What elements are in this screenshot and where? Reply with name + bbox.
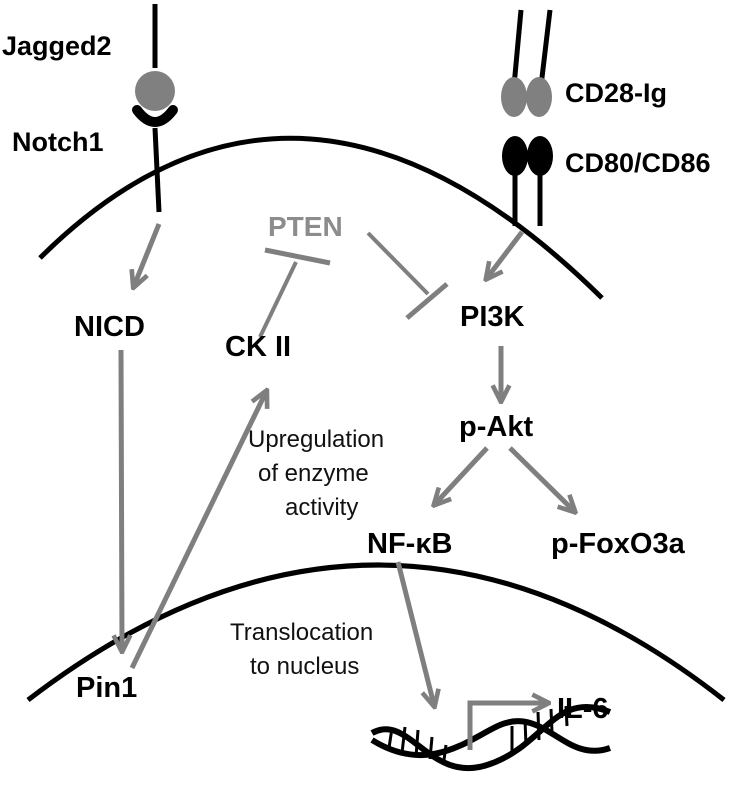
cd28ig-ligand-icon-left bbox=[501, 77, 527, 117]
arrow-receptor-to-pi3k bbox=[487, 230, 524, 278]
cd28ig-stalk-right bbox=[538, 9, 553, 87]
annotation-translocation-line2: to nucleus bbox=[250, 653, 359, 680]
inhibit-pten-to-pi3k-bar bbox=[405, 282, 449, 320]
inhibit-ck2-to-pten-bar bbox=[264, 247, 331, 266]
arrow-nicd-to-pin1 bbox=[121, 349, 122, 650]
arrow-pakt-to-nfkb bbox=[435, 446, 489, 504]
annotation-upregulation-line1: Upregulation bbox=[248, 426, 384, 453]
label-nicd: NICD bbox=[74, 311, 145, 343]
cd28ig-stalk-left bbox=[511, 9, 524, 87]
annotation-upregulation: Upregulation of enzyme activity bbox=[248, 426, 391, 521]
arrow-pakt-to-pfoxo3a bbox=[508, 446, 574, 511]
label-cd80cd86: CD80/CD86 bbox=[565, 148, 711, 178]
annotation-upregulation-line3: activity bbox=[285, 494, 358, 521]
transcription-start-arrow bbox=[467, 703, 547, 750]
label-ck2: CK II bbox=[225, 331, 291, 363]
annotation-upregulation-line2: of enzyme bbox=[258, 460, 369, 487]
notch1-receptor-icon bbox=[132, 105, 178, 127]
inhibit-ck2-to-pten bbox=[258, 261, 298, 338]
label-jagged2: Jagged2 bbox=[2, 31, 112, 61]
cd86-receptor-icon bbox=[527, 136, 553, 176]
arrow-nfkb-to-dna bbox=[395, 561, 434, 705]
annotation-translocation-line1: Translocation bbox=[230, 619, 373, 646]
label-pakt: p-Akt bbox=[459, 411, 533, 443]
cd80-receptor-icon bbox=[502, 136, 528, 176]
arrow-pin1-to-ck2 bbox=[129, 392, 266, 670]
arrow-notch1-to-nicd bbox=[134, 223, 162, 286]
dna-helix-icon bbox=[370, 703, 612, 772]
label-pi3k: PI3K bbox=[460, 301, 525, 333]
label-notch1: Notch1 bbox=[12, 127, 104, 157]
nuclear-membrane bbox=[26, 562, 726, 702]
notch1-stalk bbox=[152, 127, 162, 213]
jagged2-ligand-icon bbox=[135, 71, 175, 111]
annotation-translocation: Translocation to nucleus bbox=[230, 619, 380, 680]
label-pfoxo3a: p-FoxO3a bbox=[551, 528, 686, 560]
label-pten: PTEN bbox=[268, 211, 343, 242]
label-nfkb: NF-κB bbox=[367, 528, 452, 560]
label-cd28ig: CD28-Ig bbox=[565, 78, 667, 108]
label-il6: IL-6 bbox=[557, 693, 609, 725]
label-pin1: Pin1 bbox=[76, 672, 137, 704]
cd28ig-ligand-icon-right bbox=[526, 77, 552, 117]
inhibit-pten-to-pi3k bbox=[366, 231, 430, 296]
